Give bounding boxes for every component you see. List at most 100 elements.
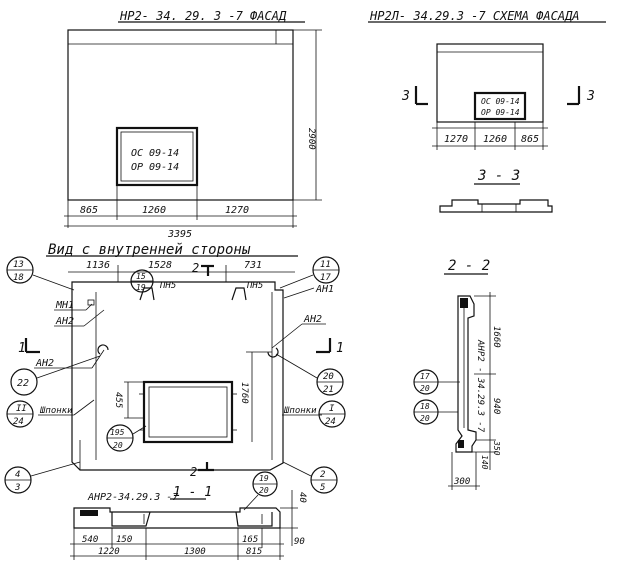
facade-plate-line1: ОС 09-14: [131, 148, 179, 159]
section-1-1-title: 1 - 1: [173, 485, 212, 500]
facade-dim-total: 3395: [167, 229, 192, 240]
sec11-dim-165: 165: [242, 535, 258, 545]
pn5-left-hook: [139, 287, 155, 301]
svg-text:20: 20: [420, 384, 430, 393]
callout-II-24: II 24: [6, 400, 34, 428]
svg-text:20: 20: [259, 486, 269, 495]
svg-text:13: 13: [13, 260, 24, 270]
inner-panel: [71, 281, 284, 471]
schema-dim-a: 1270: [444, 134, 468, 145]
sec11-dim-40: 40: [297, 492, 307, 503]
svg-text:17: 17: [320, 273, 331, 283]
sec11-dim-90: 90: [294, 537, 305, 547]
callout-17-20: 17 20: [413, 369, 460, 395]
section-1-1-profile: [73, 507, 281, 529]
section-2-2: 2 - 2 АНР2 - 34.29.3 -7 1660 940 350 140…: [413, 258, 501, 490]
callout-13-18: 13 18: [6, 256, 75, 291]
facade-view: НР2- 34. 29. 3 -7 ФАСАД ОС 09-14 ОР 09-1…: [64, 9, 322, 240]
section-1-1-mark: АНР2-34.29.3 -7: [87, 492, 178, 503]
schema-cut-left: 3: [401, 89, 410, 104]
svg-text:22: 22: [17, 378, 29, 389]
svg-text:21: 21: [323, 385, 334, 395]
inner-dim-455: 455: [113, 392, 123, 408]
sec22-dim-1660: 1660: [491, 326, 501, 348]
svg-text:I: I: [329, 404, 335, 414]
svg-text:11: 11: [320, 260, 331, 270]
svg-text:20: 20: [420, 414, 430, 423]
an2-right-label: АН2: [303, 314, 322, 325]
svg-text:II: II: [16, 404, 27, 414]
inner-dim-c: 731: [244, 260, 262, 271]
pn5-right-label: ПН5: [246, 281, 263, 291]
svg-text:20: 20: [113, 441, 123, 450]
sec11-dim-540: 540: [82, 535, 98, 545]
shponki-right-label: Шпонки: [283, 406, 317, 416]
schema-dim-c: 865: [521, 134, 539, 145]
callout-22: 22: [10, 355, 101, 396]
svg-text:24: 24: [13, 417, 24, 427]
svg-text:5: 5: [320, 483, 325, 493]
sec11-dim-1300: 1300: [184, 547, 206, 557]
facade-window: [115, 126, 199, 187]
facade-dim-b: 1260: [142, 205, 166, 216]
schema-plate-line2: ОР 09-14: [481, 108, 520, 117]
svg-text:17: 17: [420, 372, 430, 381]
pn5-right-hook: [231, 287, 247, 301]
callout-18-20: 18 20: [413, 399, 458, 425]
pn5-left-label: ПН5: [159, 281, 176, 291]
inner-cut-1-left: 1: [18, 341, 26, 356]
svg-text:15: 15: [136, 272, 146, 281]
schema-cut-right: 3: [586, 89, 595, 104]
schema-section-title: 3 - 3: [477, 168, 520, 184]
callout-11-17: 11 17: [279, 256, 340, 289]
callout-2-5: 2 5: [282, 461, 338, 494]
callout-19-20: 19 20: [243, 471, 278, 511]
shponki-left-label: Шпонки: [39, 406, 73, 416]
sec22-dim-940: 940: [491, 398, 501, 414]
facade-dim-height: 2900: [306, 128, 316, 150]
an2-upper-left-label: АН2: [55, 316, 74, 327]
svg-text:4: 4: [15, 470, 20, 480]
sec22-dim-300: 300: [453, 477, 470, 487]
svg-text:19: 19: [136, 283, 146, 292]
inner-dim-1760: 1760: [239, 382, 249, 404]
an2-right-loop: [267, 347, 279, 358]
inner-title: Вид с внутренней стороны: [48, 242, 251, 258]
facade-title: НР2- 34. 29. 3 -7 ФАСАД: [119, 9, 287, 23]
schema-view: НР2Л- 34.29.3 -7 СХЕМА ФАСАДА ОС 09-14 О…: [368, 9, 606, 213]
svg-text:195: 195: [110, 428, 125, 437]
sec22-dim-140: 140: [480, 455, 489, 470]
facade-plate-line2: ОР 09-14: [131, 162, 179, 173]
sec11-dim-815: 815: [246, 547, 262, 557]
schema-panel: [436, 43, 544, 123]
section-1-1: 1 - 1 АНР2-34.29.3 -7 19 20 40 90 540 15…: [70, 471, 307, 560]
schema-window: [473, 91, 527, 121]
callout-I-24: I 24: [318, 400, 346, 428]
an1-label: АН1: [315, 284, 334, 295]
an2-left-loop: [97, 344, 109, 355]
inner-dim-b: 1528: [148, 260, 172, 271]
section-3-3-profile: [439, 199, 553, 213]
schema-title: НР2Л- 34.29.3 -7 СХЕМА ФАСАДА: [369, 9, 580, 23]
svg-text:20: 20: [323, 372, 334, 382]
sec22-dim-350: 350: [492, 440, 501, 456]
mn1-label: МН1: [55, 300, 74, 311]
inner-dim-a: 1136: [86, 260, 110, 271]
schema-dim-b: 1260: [483, 134, 507, 145]
inner-cut-1-right: 1: [336, 341, 344, 356]
an2-lower-left-label: АН2: [35, 358, 54, 369]
facade-panel: [67, 29, 294, 201]
svg-text:24: 24: [325, 417, 336, 427]
svg-text:18: 18: [13, 273, 24, 283]
section-2-2-mark: АНР2 - 34.29.3 -7: [475, 339, 485, 433]
inner-cut-2-top: 2: [192, 261, 199, 275]
inner-window: [142, 380, 234, 444]
section-2-2-title: 2 - 2: [448, 258, 490, 274]
callout-4-3: 4 3: [4, 461, 81, 494]
inner-cut-2-bottom: 2: [190, 465, 197, 479]
svg-text:3: 3: [14, 483, 20, 493]
svg-text:19: 19: [259, 474, 269, 483]
facade-dim-c: 1270: [225, 205, 249, 216]
section-2-2-profile: [455, 295, 477, 453]
